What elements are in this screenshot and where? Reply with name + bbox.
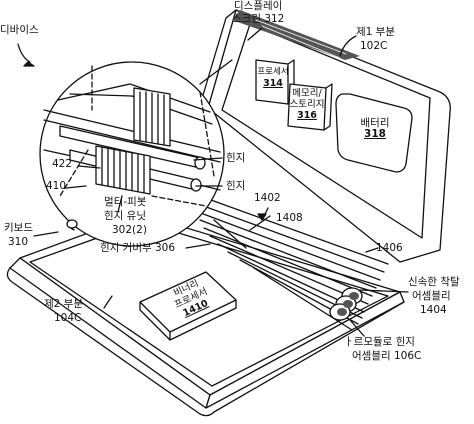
- hinge-layers: [197, 195, 389, 331]
- label-hinge-a: 힌지: [226, 152, 246, 164]
- label-1408: 1408: [276, 212, 303, 224]
- leader-lines: [17, 27, 409, 337]
- magnifier-leaders: [199, 59, 247, 249]
- secondary-processor-box: [139, 271, 237, 341]
- memory-text-1: 메모리/: [292, 88, 322, 99]
- label-quick-release-3: 1404: [420, 304, 447, 316]
- memory-number: 316: [297, 110, 317, 121]
- label-quick-release-1: 신속한 착탈: [408, 276, 460, 288]
- label-multi-pivot-3: 302(2): [112, 224, 147, 236]
- hinge-end-cylinders: [329, 287, 363, 321]
- label-quick-release-2: 어셈블리: [412, 290, 451, 302]
- memory-box: [287, 83, 333, 131]
- battery-number: 318: [364, 128, 386, 140]
- label-part1: 제1 부분: [356, 26, 395, 38]
- label-hinge-cover: 힌지 커버부 306: [100, 242, 176, 254]
- memory-text-2: 스토리지: [289, 99, 325, 110]
- label-hinge-b: 힌지: [226, 180, 246, 192]
- label-multi-pivot-2: 힌지 유닛: [104, 210, 146, 222]
- magnified-detail-circle: [39, 61, 225, 247]
- label-modular-hinge-prefix: ㅏ르: [344, 336, 364, 348]
- label-modular-hinge-2: 어셈블리 106C: [352, 350, 422, 362]
- label-modular-hinge-1: ㅏ르모듈로 힌지: [344, 336, 415, 348]
- label-part2: 제2 부분: [44, 298, 83, 310]
- label-keyboard: 키보드: [4, 222, 33, 234]
- label-part2-ref: 104C: [54, 312, 82, 324]
- battery-label: 배터리 318: [350, 118, 400, 140]
- label-410: 410: [46, 180, 67, 192]
- battery-text: 배터리: [360, 117, 390, 129]
- label-modular-hinge-text: 모듈로 힌지: [363, 336, 415, 348]
- label-device: 디바이스: [0, 24, 39, 36]
- display-panel: [197, 9, 451, 263]
- label-1406: 1406: [376, 242, 403, 254]
- label-keyboard-ref: 310: [8, 236, 29, 248]
- memory-label: 메모리/ 스토리지 316: [287, 88, 327, 121]
- label-422: 422: [52, 158, 73, 170]
- label-1402: 1402: [254, 192, 281, 204]
- battery-box: [335, 93, 413, 173]
- processor-label: 프로세서 314: [257, 66, 289, 89]
- label-display-1: 디스플레이: [234, 0, 283, 12]
- label-display-2: 스크린 312: [232, 13, 285, 25]
- label-multi-pivot-1: 멀티-피봇: [104, 196, 147, 208]
- label-part1-ref: 102C: [360, 40, 388, 52]
- processor-text: 프로세서: [257, 67, 289, 77]
- processor-number: 314: [263, 78, 283, 89]
